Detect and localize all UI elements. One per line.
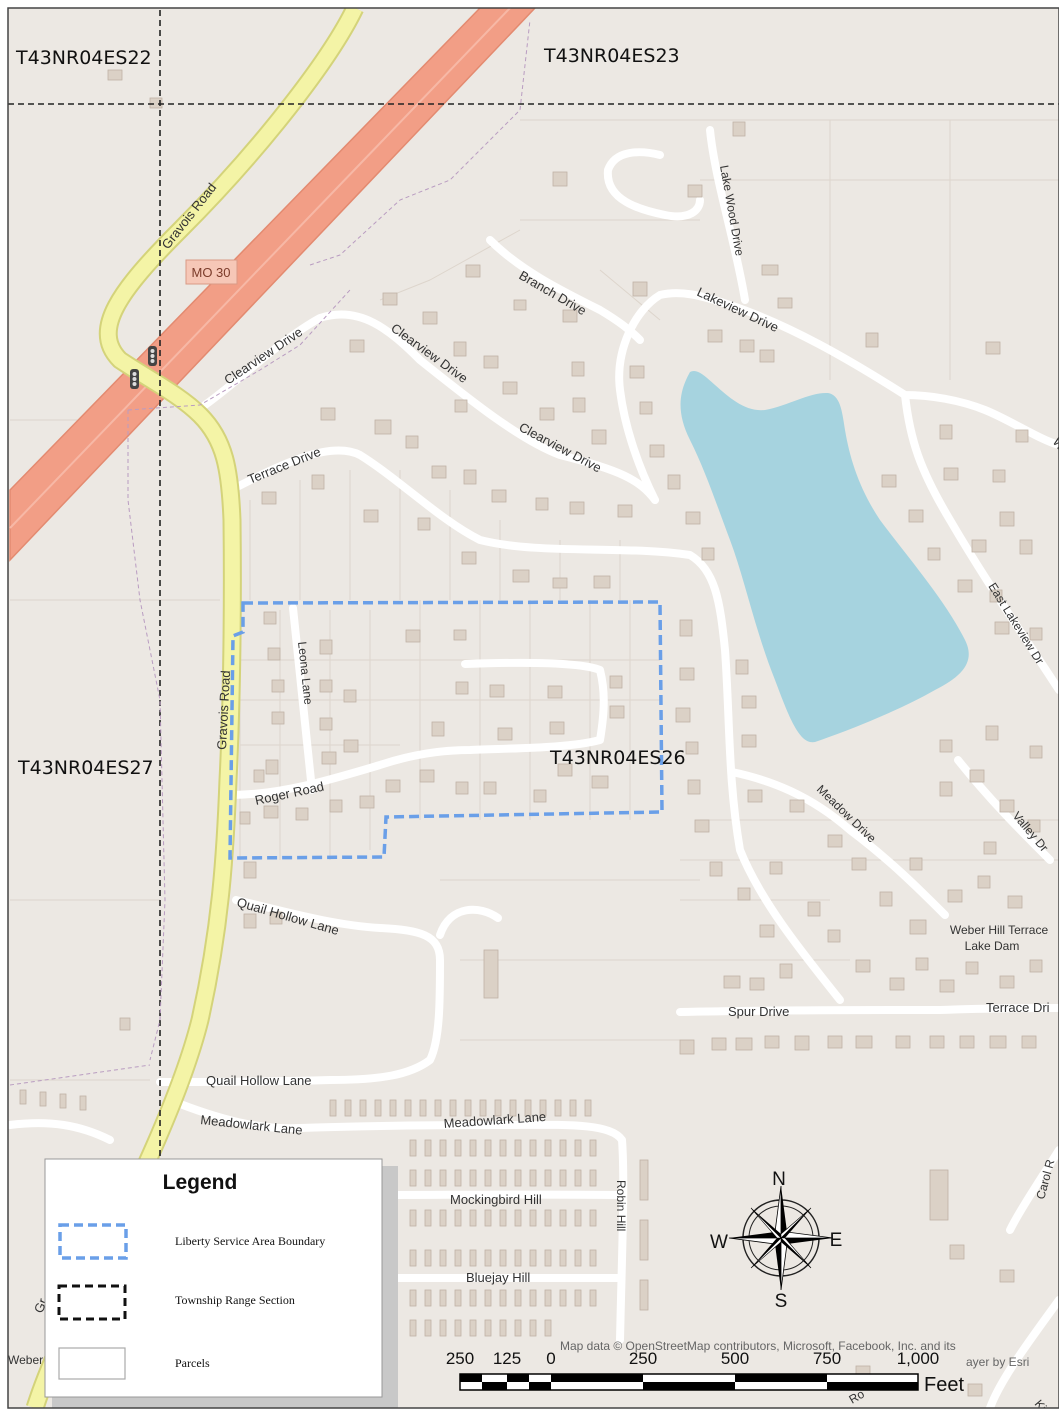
- scale-tick: 125: [493, 1349, 521, 1368]
- local-roads: [8, 126, 1059, 1408]
- compass-e: E: [830, 1230, 843, 1251]
- weber-hill-lake: [680, 370, 969, 743]
- compass-n: N: [772, 1169, 786, 1190]
- route-shield: MO 30: [185, 259, 238, 285]
- legend-label: Liberty Service Area Boundary: [175, 1234, 325, 1248]
- road-label: Spur Drive: [728, 1004, 789, 1019]
- section-label: T43NR04ES23: [543, 45, 680, 67]
- liberty-service-area-boundary: [228, 600, 664, 860]
- dam-label-line2: Lake Dam: [965, 939, 1020, 953]
- road-label: Terrace Dri: [986, 1000, 1050, 1015]
- road-label: Robin Hill: [614, 1180, 628, 1231]
- shield-label: MO 30: [191, 265, 230, 280]
- legend-swatch-parcels: [58, 1347, 126, 1380]
- compass-rose-icon: [728, 1185, 834, 1291]
- road-label: Bluejay Hill: [466, 1270, 530, 1285]
- legend-swatch-service-area: [58, 1223, 128, 1260]
- legend-panel: Legend Liberty Service Area Boundary Tow…: [44, 1158, 398, 1408]
- road-label: King: [1032, 1397, 1058, 1412]
- map-neatline: [7, 7, 1059, 1409]
- section-label: T43NR04ES26: [549, 747, 686, 769]
- section-label: T43NR04ES27: [17, 757, 154, 779]
- attribution-text: Map data © OpenStreetMap contributors, M…: [560, 1339, 956, 1353]
- road-label: Leona Lane: [295, 641, 316, 706]
- road-label: Mockingbird Hill: [450, 1192, 542, 1207]
- scale-unit: Feet: [924, 1374, 964, 1396]
- road-label: Gravois Road: [214, 670, 233, 750]
- traffic-signal-icon: [130, 346, 157, 389]
- scale-tick: 500: [721, 1349, 749, 1368]
- road-label: W: [1050, 434, 1059, 454]
- scale-tick: 250: [629, 1349, 657, 1368]
- road-label: Meadowlark Lane: [443, 1109, 546, 1131]
- road-label: Quail Hollow Lane: [206, 1073, 312, 1088]
- legend-title: Legend: [163, 1171, 238, 1194]
- scale-bar: 250 125 0 250 500 750 1,000 Feet: [446, 1349, 965, 1396]
- building-rows: [19, 1089, 649, 1337]
- scale-tick: 1,000: [897, 1349, 940, 1368]
- legend-label: Parcels: [175, 1356, 210, 1370]
- road-label: Ro: [847, 1387, 868, 1407]
- scale-tick: 0: [546, 1349, 555, 1368]
- legend-label: Township Range Section: [175, 1293, 295, 1307]
- scale-tick: 750: [813, 1349, 841, 1368]
- scale-tick: 250: [446, 1349, 474, 1368]
- road-label: Weber: [8, 1353, 43, 1367]
- legend-swatch-township: [57, 1284, 127, 1321]
- parcel-lines: [10, 119, 1059, 1081]
- compass-s: S: [775, 1291, 788, 1312]
- building-footprints: [107, 69, 1043, 1397]
- parcel-boundary-dashed: [9, 19, 531, 1086]
- attribution-text-2: ayer by Esri: [966, 1355, 1029, 1369]
- highway-mo-30: [9, 8, 537, 562]
- dam-label-line1: Weber Hill Terrace: [950, 923, 1049, 937]
- section-label: T43NR04ES22: [15, 47, 152, 69]
- compass-w: W: [710, 1232, 728, 1253]
